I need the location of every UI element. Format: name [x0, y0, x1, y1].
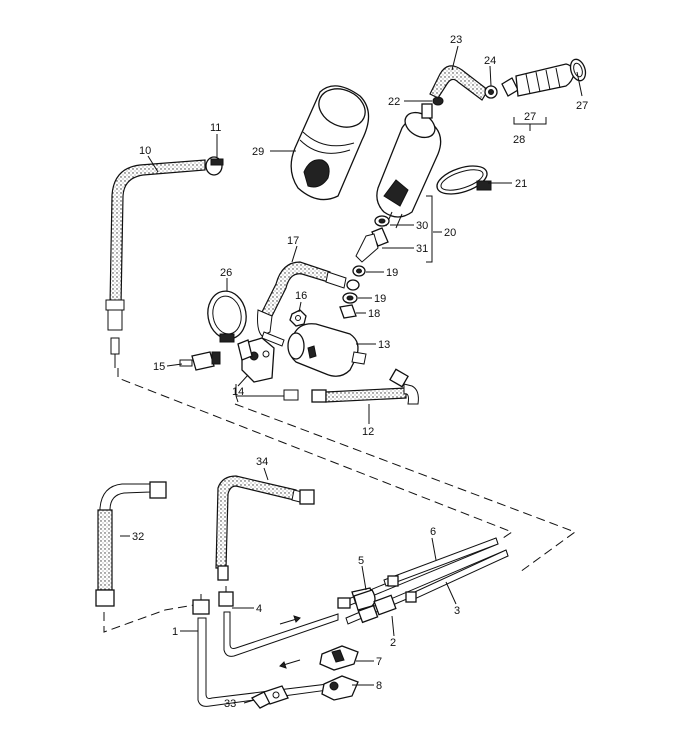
part-30-31-pump-outlet — [355, 215, 390, 263]
label-part-24: 24 — [484, 55, 496, 67]
label-part-31: 31 — [416, 243, 428, 255]
label-part-5: 5 — [358, 555, 364, 567]
label-part-14: 14 — [232, 386, 244, 398]
label-part-1: 1 — [172, 626, 178, 638]
label-part-27: 27 — [576, 100, 588, 112]
part-33-connector — [250, 685, 289, 709]
label-part-17: 17 — [287, 235, 299, 247]
flow-arrows — [279, 615, 301, 669]
part-29-filter-canister — [290, 85, 370, 201]
dashed-routing-lines — [103, 368, 577, 633]
part-16-nut — [289, 309, 307, 327]
part-22-23-24-inlet-hose — [429, 65, 498, 106]
label-part-3: 3 — [454, 605, 460, 617]
part-21-pump-clamp — [436, 165, 492, 195]
part-26-filter-clamp — [207, 290, 247, 343]
label-part-13: 13 — [378, 339, 390, 351]
label-part-27-bracket: 27 — [524, 111, 536, 123]
part-20-fuel-pump — [376, 103, 442, 229]
part-10-fuel-hose — [105, 159, 206, 368]
label-part-4: 4 — [256, 603, 262, 615]
bracket-20 — [426, 195, 433, 263]
label-part-2: 2 — [390, 637, 396, 649]
label-part-32: 32 — [132, 531, 144, 543]
part-8-clip — [321, 675, 359, 701]
label-part-8: 8 — [376, 680, 382, 692]
part-17-fuel-hose — [257, 261, 360, 347]
part-2-5-couplings — [337, 587, 397, 624]
part-13-fuel-filter — [287, 323, 367, 377]
label-part-6: 6 — [430, 526, 436, 538]
part-27-intake-strainer — [501, 58, 587, 97]
label-part-7: 7 — [376, 656, 382, 668]
label-part-19-upper: 19 — [386, 267, 398, 279]
part-number-labels: 10 11 29 23 24 22 27 27 28 21 20 30 31 1… — [132, 34, 588, 710]
label-part-23: 23 — [450, 34, 462, 46]
leader-lines — [120, 45, 583, 704]
label-part-26: 26 — [220, 267, 232, 279]
label-part-34: 34 — [256, 456, 268, 468]
label-part-28: 28 — [513, 134, 525, 146]
label-part-20: 20 — [444, 227, 456, 239]
label-part-33: 33 — [224, 698, 236, 710]
part-34-fuel-hose — [215, 475, 315, 581]
part-15-connector — [179, 351, 221, 371]
part-1-4-main-fuel-lines — [192, 586, 339, 707]
label-part-29: 29 — [252, 146, 264, 158]
label-part-19-lower: 19 — [374, 293, 386, 305]
part-18-19-fittings — [339, 265, 366, 319]
label-part-18: 18 — [368, 308, 380, 320]
bracket-27-28 — [513, 117, 547, 131]
label-part-22: 22 — [388, 96, 400, 108]
part-12-fuel-line — [235, 368, 419, 405]
label-part-16: 16 — [295, 290, 307, 302]
label-part-21: 21 — [515, 178, 527, 190]
part-32-fuel-hose — [95, 481, 167, 607]
part-11-hose-clamp — [205, 156, 224, 176]
label-part-15: 15 — [153, 361, 165, 373]
label-part-30: 30 — [416, 220, 428, 232]
label-part-12: 12 — [362, 426, 374, 438]
part-7-clip — [319, 645, 359, 671]
label-part-11: 11 — [210, 122, 221, 134]
part-14-bracket — [237, 337, 275, 383]
label-part-10: 10 — [139, 145, 151, 157]
